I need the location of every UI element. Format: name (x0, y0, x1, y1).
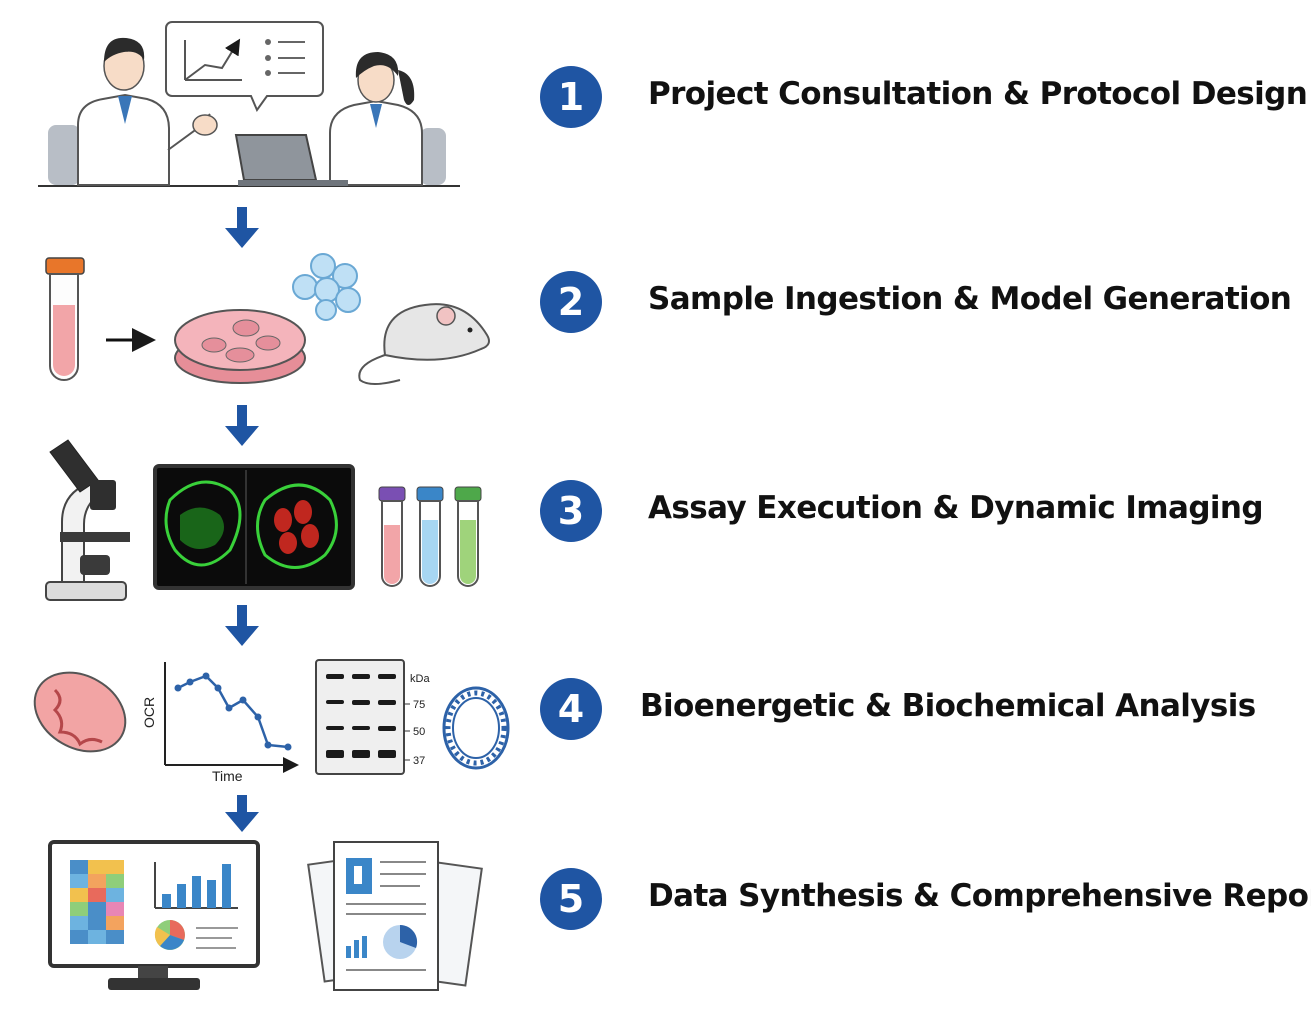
marker-37: 37 (413, 755, 425, 767)
scientist-woman-icon (329, 52, 446, 186)
laptop-icon (234, 134, 348, 186)
down-arrow-icon (225, 605, 259, 646)
step-title: Project Consultation & Protocol Design (648, 76, 1308, 112)
step-number-badge: 5 (540, 868, 602, 930)
analysis-illustration: OCR Time kDa 75 50 37 (33, 659, 510, 784)
scientist-man-icon (48, 37, 218, 186)
step-title: Assay Execution & Dynamic Imaging (648, 490, 1264, 526)
marker-75: 75 (413, 699, 425, 711)
cell-ring-icon (442, 686, 510, 770)
fluorescence-monitor-icon (153, 464, 355, 590)
step-3: 3 Assay Execution & Dynamic Imaging (530, 470, 1300, 550)
step-1: 1 Project Consultation & Protocol Design (530, 56, 1308, 136)
ocr-axis-label: OCR (141, 697, 157, 728)
test-tube-icon (45, 257, 85, 381)
western-blot-icon: kDa 75 50 37 (315, 659, 430, 775)
petri-dish-icon (174, 309, 306, 384)
down-arrow-icon (225, 405, 259, 446)
monitor-dashboard-icon (48, 840, 260, 990)
cell-cluster-icon (292, 253, 361, 321)
mitochondria-icon (33, 671, 127, 753)
speech-bubble-icon (165, 21, 324, 113)
microscope-icon (45, 439, 130, 601)
kda-label: kDa (410, 673, 430, 685)
step-title: Sample Ingestion & Model Generation (648, 281, 1292, 317)
ocr-chart: OCR Time (141, 662, 299, 784)
step-number-badge: 2 (540, 271, 602, 333)
step-number-badge: 3 (540, 480, 602, 542)
marker-50: 50 (413, 726, 425, 738)
step-title: Data Synthesis & Comprehensive Report (648, 878, 1311, 914)
flow-arrows (225, 207, 259, 832)
report-illustration (48, 840, 483, 991)
down-arrow-icon (225, 207, 259, 248)
imaging-illustration (45, 439, 482, 601)
down-arrow-icon (225, 795, 259, 832)
step-4: 4 Bioenergetic & Biochemical Analysis (530, 668, 1300, 748)
colored-tubes-icon (378, 486, 482, 587)
step-title: Bioenergetic & Biochemical Analysis (640, 688, 1256, 724)
mouse-icon (358, 303, 490, 385)
sample-illustration (45, 253, 490, 385)
step-number-badge: 4 (540, 678, 602, 740)
time-axis-label: Time (212, 768, 243, 784)
step-number-badge: 1 (540, 66, 602, 128)
step-5: 5 Data Synthesis & Comprehensive Report (530, 858, 1311, 938)
report-documents-icon (307, 841, 483, 991)
consultation-illustration (38, 21, 460, 187)
step-2: 2 Sample Ingestion & Model Generation (530, 261, 1300, 341)
